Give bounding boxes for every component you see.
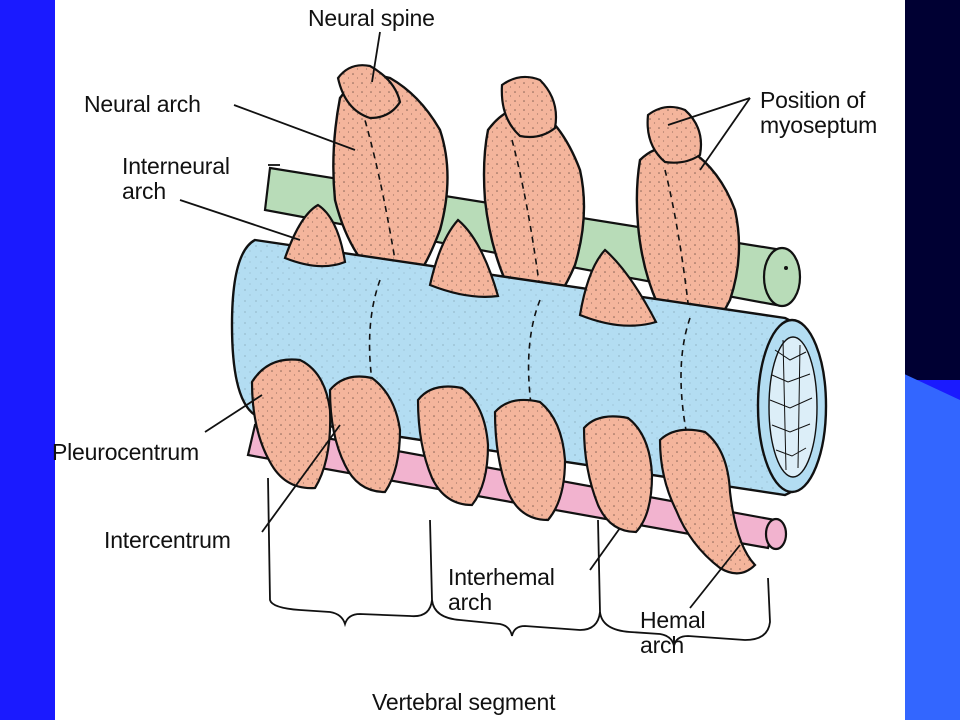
label-vertebral-segment: Vertebral segment [372, 689, 556, 715]
interneural-arch-2 [428, 218, 500, 298]
label-position-of-myoseptum: Position of myoseptum [760, 87, 878, 138]
neural-arch-2 [482, 106, 586, 312]
label-pleurocentrum: Pleurocentrum [52, 439, 199, 465]
intercentrum-2 [493, 398, 567, 522]
interneural-arch-3 [578, 248, 658, 327]
intercentrum-1 [328, 375, 402, 494]
pleurocentrum-1 [250, 358, 332, 490]
label-interneural-arch: Interneural arch [122, 153, 230, 204]
neural-spine-2 [500, 75, 558, 139]
label-intercentrum: Intercentrum [104, 527, 231, 553]
slide-navy-corner [900, 0, 960, 380]
label-neural-arch: Neural arch [84, 91, 201, 117]
label-neural-spine: Neural spine [308, 5, 435, 31]
label-interhemal-arch: Interhemal arch [448, 564, 555, 615]
neural-spine-1 [336, 64, 402, 120]
pleurocentrum-3 [582, 415, 654, 534]
neural-arch-1 [332, 75, 449, 287]
vertebral-segment-bracket [267, 477, 771, 647]
label-hemal-arch: Hemal arch [640, 607, 706, 658]
leader-lines [179, 31, 751, 609]
hemal-arch-block [658, 428, 757, 575]
slide-accent-corner [900, 372, 960, 720]
neural-spine-3 [646, 105, 703, 164]
interneural-arch-1 [283, 203, 347, 268]
pleurocentrum-2 [416, 385, 490, 507]
neural-arch-3 [635, 145, 741, 337]
